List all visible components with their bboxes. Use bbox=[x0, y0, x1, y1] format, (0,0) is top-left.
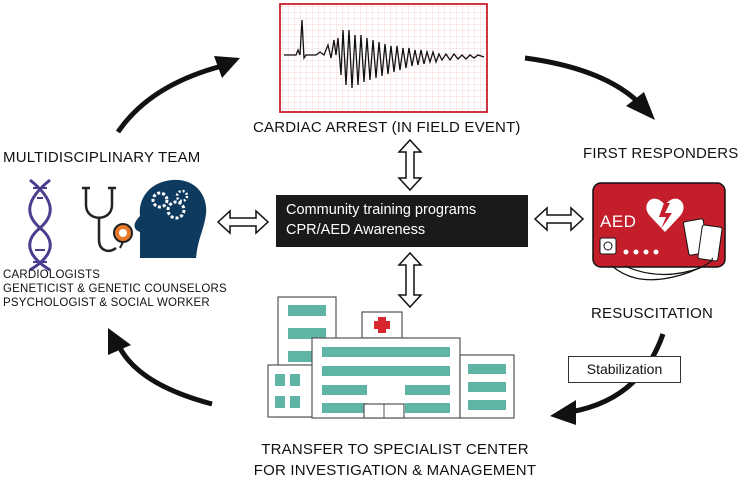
aed-device-icon bbox=[592, 182, 726, 281]
ecg-trace-icon bbox=[279, 3, 488, 113]
double-arrow-horizontal-right bbox=[533, 206, 585, 232]
team-member-psychologists: PSYCHOLOGIST & SOCIAL WORKER bbox=[3, 297, 210, 309]
transfer-label-line2: FOR INVESTIGATION & MANAGEMENT bbox=[253, 462, 537, 479]
community-training-box: Community training programs CPR/AED Awar… bbox=[276, 195, 528, 247]
team-member-cardiologists: CARDIOLOGISTS bbox=[3, 269, 101, 281]
team-title: MULTIDISCIPLINARY TEAM bbox=[3, 149, 201, 166]
arrow-transfer-to-team bbox=[108, 328, 213, 407]
cardiac-arrest-label: CARDIAC ARREST (IN FIELD EVENT) bbox=[253, 119, 521, 136]
resuscitation-label: RESUSCITATION bbox=[591, 305, 714, 322]
hospital-building-icon bbox=[267, 296, 515, 419]
team-member-list: CARDIOLOGISTS GENETICIST & GENETIC COUNS… bbox=[3, 268, 227, 310]
transfer-label-line1: TRANSFER TO SPECIALIST CENTER bbox=[261, 441, 529, 458]
center-line1: Community training programs bbox=[286, 202, 477, 218]
double-arrow-vertical-top bbox=[397, 138, 423, 192]
aed-label: AED bbox=[600, 212, 637, 231]
first-responders-label: FIRST RESPONDERS bbox=[583, 145, 739, 162]
brain-gears-icon bbox=[134, 179, 207, 258]
center-line2: CPR/AED Awareness bbox=[286, 222, 426, 238]
stethoscope-icon bbox=[82, 186, 133, 252]
dna-icon bbox=[28, 178, 52, 272]
team-member-geneticists: GENETICIST & GENETIC COUNSELORS bbox=[3, 283, 227, 295]
double-arrow-vertical-bottom bbox=[397, 251, 423, 309]
arrow-arrest-to-responders bbox=[524, 55, 655, 120]
double-arrow-horizontal-left bbox=[216, 209, 270, 235]
arrow-resus-to-transfer bbox=[550, 333, 666, 425]
arrow-team-to-arrest bbox=[115, 56, 240, 134]
stabilization-box: Stabilization bbox=[568, 356, 681, 383]
